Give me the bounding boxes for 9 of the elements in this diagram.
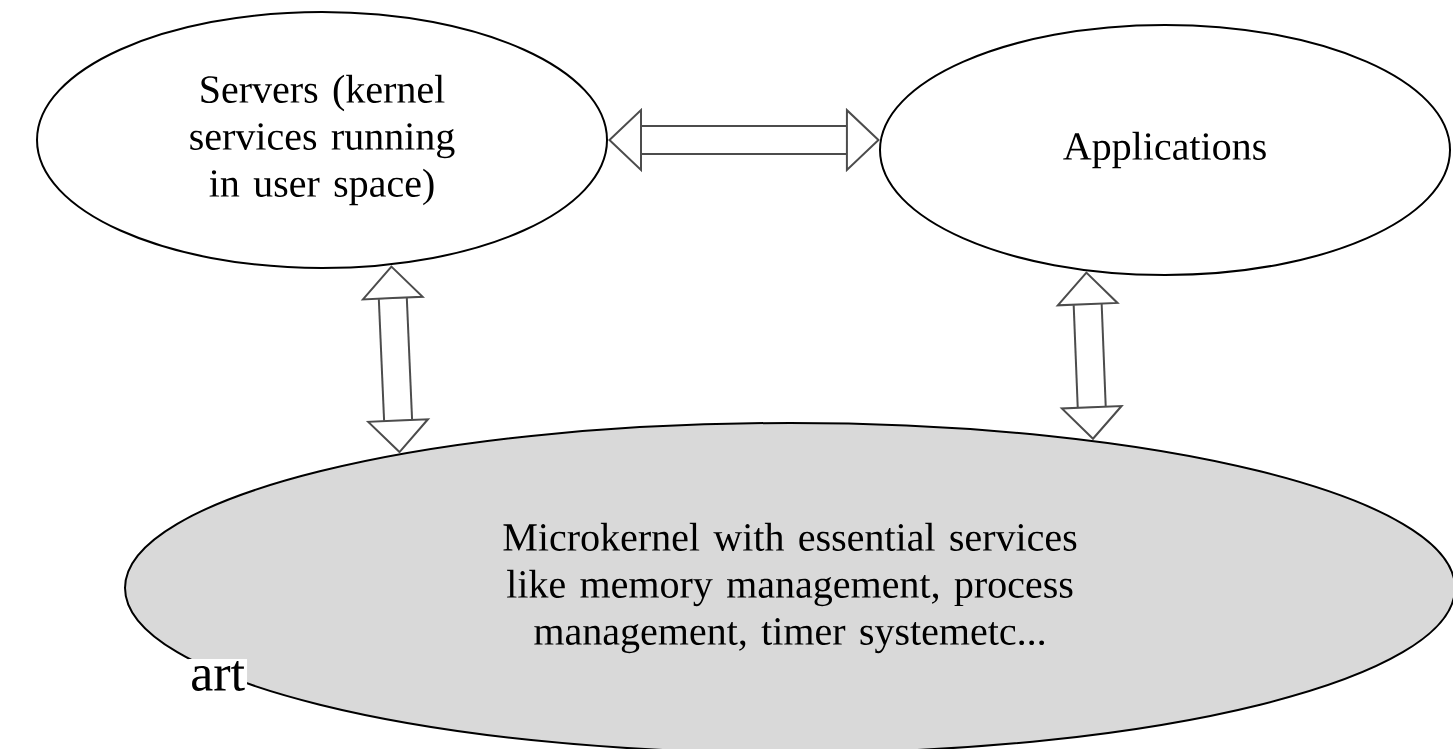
ellipse-node: [36, 11, 608, 269]
node-text: Applications: [1063, 131, 1266, 169]
ellipse-node: [124, 422, 1453, 749]
ellipse-node: [879, 24, 1451, 276]
text-fragment: art: [188, 659, 248, 693]
node-text: Servers (kernel services running in user space): [190, 74, 455, 206]
block-arrow: [608, 107, 880, 173]
node-text: Microkernel with essential services like memory management, process management, timer systemetc...: [503, 522, 1077, 654]
block-arrow: [360, 265, 431, 454]
